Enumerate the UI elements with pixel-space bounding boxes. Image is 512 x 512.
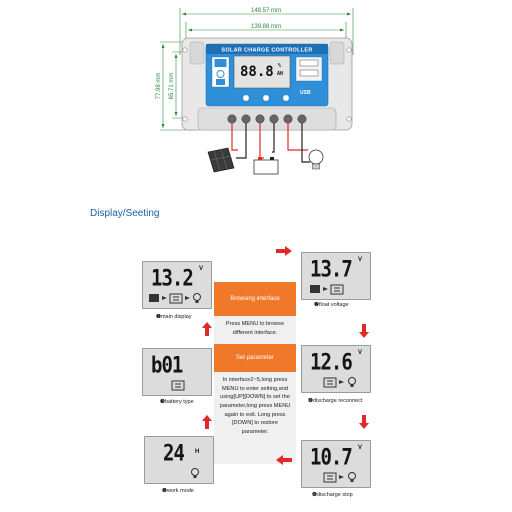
up-button[interactable] bbox=[262, 94, 270, 102]
dim-overall-height: 77.98 mm bbox=[156, 73, 162, 100]
lcd-work-mode: 24 H bbox=[144, 436, 214, 484]
lcd-digits: 10.7 bbox=[310, 445, 353, 471]
solar-panel-icon bbox=[310, 285, 320, 293]
controller-lcd bbox=[233, 55, 291, 89]
arrow-down-icon bbox=[359, 415, 369, 429]
battery-icon bbox=[171, 380, 185, 391]
dim-hole-height: 65.71 mm bbox=[169, 73, 175, 100]
arrow-right-icon bbox=[276, 246, 292, 256]
lcd-digits: 24 bbox=[163, 441, 185, 467]
battery-icon bbox=[330, 284, 344, 295]
caption-battery-type: ❸battery type bbox=[160, 399, 194, 405]
arrow-up-icon bbox=[202, 322, 212, 336]
lcd-unit: V bbox=[358, 257, 363, 263]
controller-lcd-unit-top: % bbox=[278, 63, 281, 69]
lamp-icon bbox=[308, 149, 324, 170]
controller-lcd-value: 88.8 bbox=[240, 64, 274, 80]
lcd-discharge-stop: 10.7 V bbox=[301, 440, 371, 488]
lcd-digits: 13.2 bbox=[151, 266, 194, 292]
arrow-up-icon bbox=[202, 415, 212, 429]
card-set-parameter: Set parameter In interface2~5,long press… bbox=[214, 344, 296, 464]
lamp-icon bbox=[193, 293, 201, 301]
dim-hole-spacing: 139.88 mm bbox=[251, 24, 281, 30]
controller-drawing: 148.57 mm 139.88 mm 77.98 mm 65.71 mm SO… bbox=[156, 8, 354, 175]
lcd-digits: b01 bbox=[151, 353, 183, 379]
caption-float-voltage: ❷float voltage bbox=[314, 302, 349, 308]
lcd-main-display: 13.2 V bbox=[142, 261, 212, 309]
lamp-icon bbox=[348, 377, 356, 385]
lcd-unit: H bbox=[195, 449, 200, 455]
battery-icon bbox=[253, 157, 279, 175]
brand-title: SOLAR CHARGE CONTROLLER bbox=[221, 48, 312, 54]
battery-icon bbox=[169, 293, 183, 304]
arrow-right-icon bbox=[339, 475, 344, 479]
caption-discharge-reconnect: ❹discharge reconnect bbox=[308, 398, 363, 404]
dim-overall-width: 148.57 mm bbox=[251, 8, 281, 14]
card-browsing: Browsing interface Press MENU to browse … bbox=[214, 282, 296, 346]
lcd-float-voltage: 13.7 V bbox=[301, 252, 371, 300]
lock-icon bbox=[216, 79, 225, 85]
usb-port-1 bbox=[299, 59, 319, 67]
controller-lcd-unit-bottom: AH bbox=[277, 71, 283, 77]
lcd-discharge-reconnect: 12.6 V bbox=[301, 345, 371, 393]
card-set-parameter-title: Set parameter bbox=[214, 344, 296, 372]
caption-main-display: ❶main display bbox=[156, 314, 192, 320]
arrow-right-icon bbox=[323, 287, 328, 291]
arrow-right-icon bbox=[339, 380, 344, 384]
sun-icon bbox=[216, 70, 225, 78]
lcd-digits: 13.7 bbox=[310, 257, 353, 283]
lcd-unit: V bbox=[358, 445, 363, 451]
lamp-icon bbox=[191, 468, 199, 476]
arrow-down-icon bbox=[359, 324, 369, 338]
solar-panel-icon bbox=[149, 294, 159, 302]
lcd-unit: V bbox=[199, 266, 204, 272]
battery-icon bbox=[323, 377, 337, 388]
lcd-battery-type: b01 bbox=[142, 348, 212, 396]
controller-face: SOLAR CHARGE CONTROLLER 88.8 % AH USB bbox=[205, 43, 329, 107]
card-browsing-body: Press MENU to browse different interface… bbox=[225, 321, 285, 336]
arrow-right-icon bbox=[185, 296, 190, 300]
lcd-digits: 12.6 bbox=[310, 350, 353, 376]
down-button[interactable] bbox=[282, 94, 290, 102]
section-title: Display/Seeting bbox=[90, 208, 160, 219]
usb-label: USB bbox=[300, 90, 311, 96]
arrow-left-icon bbox=[276, 455, 292, 465]
menu-button[interactable] bbox=[242, 94, 250, 102]
solar-panel-icon bbox=[214, 59, 227, 67]
lcd-unit: V bbox=[358, 350, 363, 356]
caption-discharge-stop: ❻discharge stop bbox=[312, 492, 353, 498]
lamp-icon bbox=[348, 472, 356, 480]
card-set-parameter-body: In interface2~5,long press MENU to enter… bbox=[219, 377, 291, 435]
battery-icon bbox=[323, 472, 337, 483]
solar-panel-icon bbox=[207, 147, 235, 173]
usb-port-2 bbox=[299, 69, 319, 77]
arrow-right-icon bbox=[162, 296, 167, 300]
caption-work-mode: ❺work mode bbox=[162, 488, 194, 494]
card-browsing-title: Browsing interface bbox=[214, 282, 296, 316]
